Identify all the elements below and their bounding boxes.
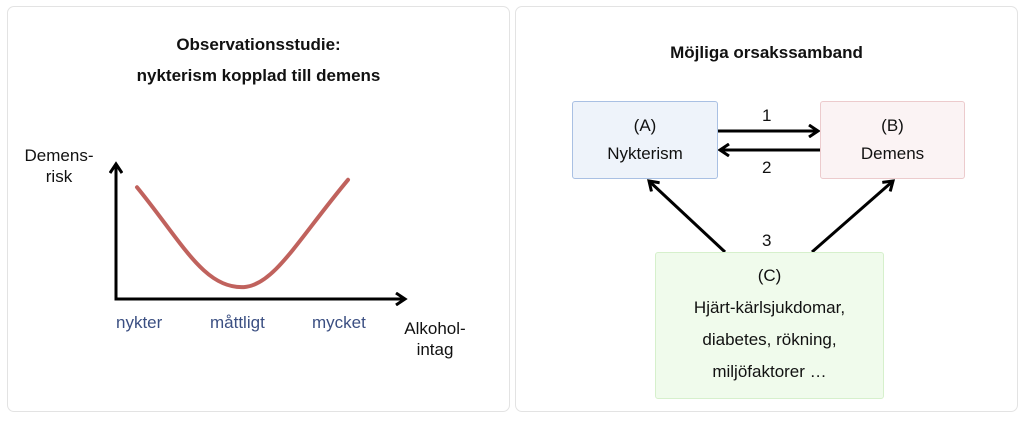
x-tick-mycket: mycket — [312, 313, 366, 332]
chart-title: Observationsstudie: nykterism kopplad ti… — [7, 30, 510, 91]
edge-label-1: 1 — [762, 106, 772, 125]
y-axis-label: Demens- risk — [17, 145, 101, 187]
edge-label-2: 2 — [762, 158, 772, 177]
x-axis-label-line-2: intag — [416, 340, 454, 359]
node-b-demens: (B) Demens — [820, 101, 965, 179]
x-axis-label: Alkohol- intag — [396, 318, 474, 360]
node-a-nykterism: (A) Nykterism — [572, 101, 718, 179]
node-c-confounders: (C) Hjärt-kärlsjukdomar, diabetes, rökni… — [655, 252, 884, 399]
node-c-line-2: diabetes, rökning, — [702, 329, 837, 349]
diagram-title: Möjliga orsakssamband — [670, 43, 863, 62]
chart-title-line-2: nykterism kopplad till demens — [136, 66, 381, 85]
risk-curve — [135, 177, 350, 290]
node-b-id: (B) — [881, 116, 904, 135]
y-axis-label-line-2: risk — [45, 167, 73, 186]
arrow-3-c-to-a — [649, 181, 727, 254]
node-c-line-3: miljöfaktorer … — [712, 361, 827, 381]
edge-label-3: 3 — [762, 231, 772, 250]
x-tick-nykter: nykter — [116, 313, 163, 332]
observational-study-panel — [7, 6, 510, 412]
chart-title-line-1: Observationsstudie: — [176, 35, 341, 54]
node-b-label: Demens — [860, 144, 925, 163]
x-axis-label-line-1: Alkohol- — [404, 319, 466, 338]
node-c-line-1: Hjärt-kärlsjukdomar, — [693, 297, 846, 317]
node-a-id: (A) — [633, 116, 657, 135]
x-tick-mattligt: måttligt — [210, 313, 265, 332]
y-axis-label-line-1: Demens- — [24, 146, 94, 165]
node-c-id: (C) — [757, 265, 782, 285]
node-a-label: Nykterism — [607, 144, 683, 163]
arrow-3-c-to-b — [811, 181, 893, 254]
